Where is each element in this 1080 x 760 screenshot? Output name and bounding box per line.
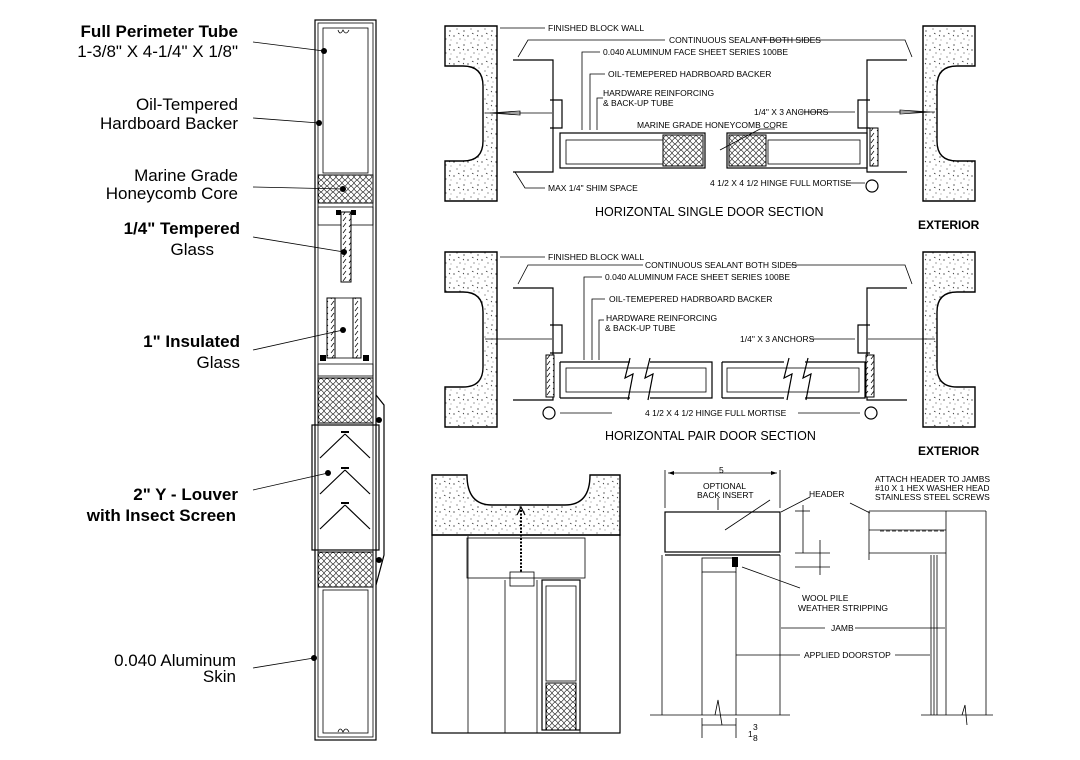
callout-tempered-glass-1: 1/4" Tempered	[124, 219, 240, 238]
label-honeycomb-core: MARINE GRADE HONEYCOMB CORE	[637, 120, 788, 130]
dimension-numerator: 3	[753, 722, 758, 732]
callout-tempered-glass-2: Glass	[171, 240, 214, 259]
single-door-section	[444, 25, 976, 202]
perimeter-tube-top	[322, 27, 369, 174]
label-hinge: 4 1/2 X 4 1/2 HINGE FULL MORTISE	[710, 178, 852, 188]
aluminum-skin-outline	[314, 19, 377, 741]
left-callout-leaders	[252, 41, 347, 669]
callout-hardboard-2: Hardboard Backer	[100, 114, 238, 133]
pair-label-finished-block-wall: FINISHED BLOCK WALL	[548, 252, 644, 262]
label-continuous-sealant: CONTINUOUS SEALANT BOTH SIDES	[669, 35, 821, 45]
label-attach-3: STAINLESS STEEL SCREWS	[875, 492, 990, 502]
header-detail-labels: 5 OPTIONAL BACK INSERT HEADER ATTACH HEA…	[697, 465, 990, 743]
label-optional-1: OPTIONAL	[703, 481, 746, 491]
label-jamb: JAMB	[831, 623, 854, 633]
head-jamb-detail	[431, 474, 621, 734]
louver-frame	[311, 424, 380, 551]
callout-insulated-glass-2: Glass	[197, 353, 240, 372]
label-wool-pile-1: WOOL PILE	[802, 593, 849, 603]
pair-label-hardboard-backer: OIL-TEMEPERED HADRBOARD BACKER	[609, 294, 772, 304]
block-wall-right	[922, 25, 976, 202]
label-attach-1: ATTACH HEADER TO JAMBS	[875, 474, 990, 484]
label-header: HEADER	[809, 489, 844, 499]
label-hardboard-backer: OIL-TEMEPERED HADRBOARD BACKER	[608, 69, 771, 79]
pair-door-labels: FINISHED BLOCK WALL CONTINUOUS SEALANT B…	[548, 252, 980, 458]
vertical-door-section	[311, 19, 385, 741]
callout-skin-1: 0.040 Aluminum	[114, 651, 236, 670]
label-shim-space: MAX 1/4" SHIM SPACE	[548, 183, 638, 193]
label-attach-2: #10 X 1 HEX WASHER HEAD	[875, 483, 989, 493]
callout-louver-1: 2" Y - Louver	[133, 485, 238, 504]
single-door-section-title: HORIZONTAL SINGLE DOOR SECTION	[595, 205, 824, 219]
block-wall-head	[431, 474, 621, 536]
label-anchors: 1/4" X 3 ANCHORS	[754, 107, 829, 117]
y-louver-blades	[319, 431, 371, 530]
dimension-five: 5	[719, 465, 724, 475]
header-profile	[664, 511, 781, 553]
callout-perimeter-tube-size: 1-3/8" X 4-1/4" X 1/8"	[77, 42, 238, 61]
honeycomb-core-bottom	[317, 551, 374, 588]
label-hardware-reinforcing-1: HARDWARE REINFORCING	[603, 88, 714, 98]
callout-insulated-glass-1: 1" Insulated	[143, 332, 240, 351]
label-hardware-reinforcing-2: & BACK-UP TUBE	[603, 98, 674, 108]
pair-label-continuous-sealant: CONTINUOUS SEALANT BOTH SIDES	[645, 260, 797, 270]
label-finished-block-wall: FINISHED BLOCK WALL	[548, 23, 644, 33]
perimeter-tube-bottom	[322, 589, 369, 734]
header-detail	[650, 470, 993, 738]
tempered-glass	[340, 211, 352, 283]
label-applied-doorstop: APPLIED DOORSTOP	[804, 650, 891, 660]
callout-honeycomb-2: Honeycomb Core	[106, 184, 238, 203]
honeycomb-core-middle	[317, 377, 374, 424]
insulated-glass-pane-2	[352, 297, 362, 359]
label-face-sheet: 0.040 ALUMINUM FACE SHEET SERIES 100BE	[603, 47, 788, 57]
pair-door-exterior-label: EXTERIOR	[918, 444, 980, 458]
pair-label-hardware-reinforcing-2: & BACK-UP TUBE	[605, 323, 676, 333]
pair-door-section	[444, 251, 976, 428]
block-wall-left	[444, 25, 498, 202]
callout-louver-2: with Insect Screen	[86, 506, 236, 525]
label-optional-2: BACK INSERT	[697, 490, 754, 500]
dimension-denominator: 8	[753, 733, 758, 743]
dimension-whole: 1	[748, 729, 753, 739]
callout-perimeter-tube-title: Full Perimeter Tube	[81, 22, 238, 41]
single-door-labels: FINISHED BLOCK WALL CONTINUOUS SEALANT B…	[548, 23, 980, 232]
pair-block-wall-right	[922, 251, 976, 428]
single-door-exterior-label: EXTERIOR	[918, 218, 980, 232]
pair-label-face-sheet: 0.040 ALUMINUM FACE SHEET SERIES 100BE	[605, 272, 790, 282]
pair-label-hinge: 4 1/2 X 4 1/2 HINGE FULL MORTISE	[645, 408, 787, 418]
callout-hardboard-1: Oil-Tempered	[136, 95, 238, 114]
label-wool-pile-2: WEATHER STRIPPING	[798, 603, 888, 613]
pair-label-hardware-reinforcing-1: HARDWARE REINFORCING	[606, 313, 717, 323]
break-mark	[624, 357, 634, 401]
callout-skin-2: Skin	[203, 667, 236, 686]
pair-label-anchors: 1/4" X 3 ANCHORS	[740, 334, 815, 344]
insulated-glass-pane-1	[326, 297, 336, 359]
pair-block-wall-left	[444, 251, 498, 428]
callout-honeycomb-1: Marine Grade	[134, 166, 238, 185]
pair-door-section-title: HORIZONTAL PAIR DOOR SECTION	[605, 429, 816, 443]
hinge-symbol	[865, 179, 879, 193]
left-callouts: Full Perimeter Tube 1-3/8" X 4-1/4" X 1/…	[77, 22, 240, 686]
